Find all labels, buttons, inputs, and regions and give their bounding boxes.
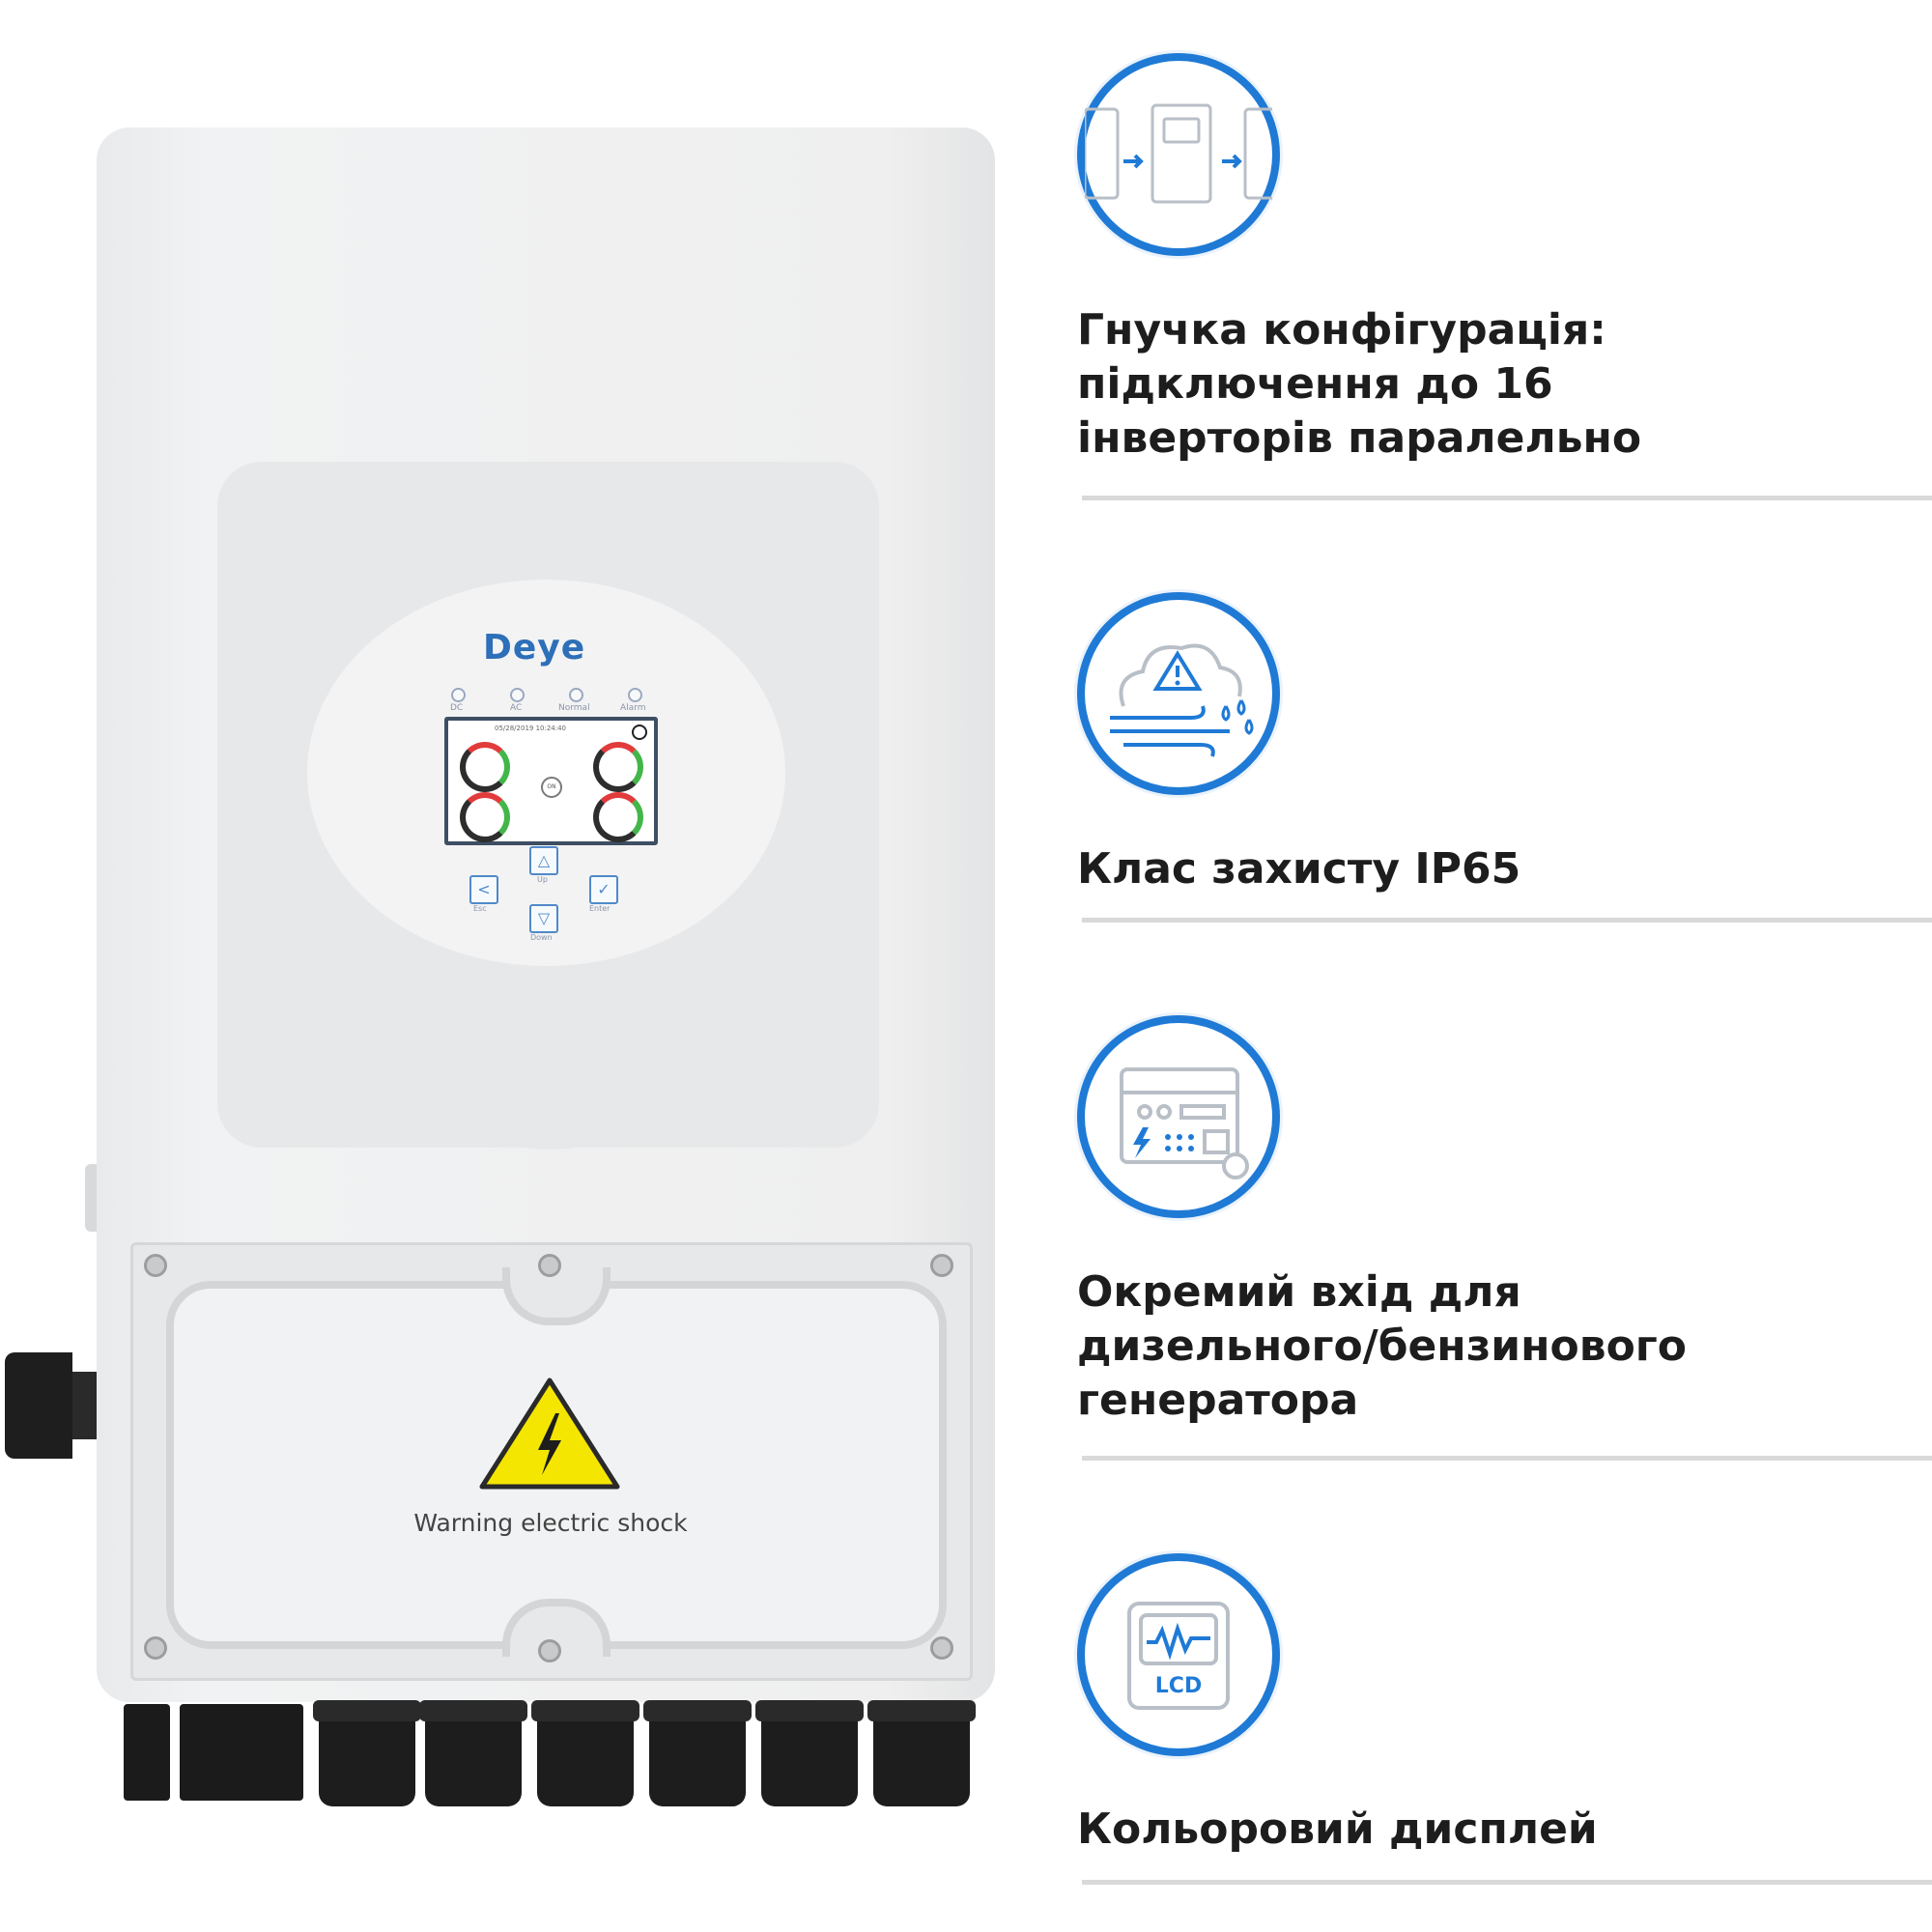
- feature-generator-line-3: генератора: [1077, 1376, 1359, 1425]
- enter-button-label: Enter: [589, 904, 611, 913]
- high-voltage-warning-icon: [479, 1378, 620, 1490]
- feature-generator-line-1: Окремий вхід для: [1077, 1267, 1521, 1317]
- cable-gland: [755, 1700, 864, 1806]
- feature-parallel-line-3: інверторів паралельно: [1077, 413, 1642, 463]
- feature-ip65-line-1: Клас захисту IP65: [1077, 844, 1521, 894]
- esc-button[interactable]: <: [469, 875, 498, 904]
- feature-generator-icon-circle: [1077, 1015, 1280, 1218]
- led-label-normal: Normal: [558, 703, 590, 713]
- battery-gauge: [460, 792, 510, 842]
- grid-gauge: [593, 742, 643, 792]
- up-button[interactable]: △: [529, 846, 558, 875]
- feature-generator-text: Окремий вхід для дизельного/бензинового …: [1077, 1265, 1908, 1428]
- generator-icon: [1120, 1067, 1249, 1179]
- feature-lcd-line-1: Кольоровий дисплей: [1077, 1804, 1598, 1854]
- screw: [930, 1636, 953, 1660]
- feature-generator-line-2: дизельного/бензинового: [1077, 1321, 1688, 1371]
- pv-connector: [257, 1704, 303, 1801]
- up-button-label: Up: [537, 875, 548, 884]
- screw: [144, 1636, 167, 1660]
- led-label-dc: DC: [450, 703, 464, 713]
- led-normal: [569, 688, 583, 702]
- up-arrow-icon: △: [537, 851, 551, 869]
- parallel-inverters-icon: [1083, 103, 1280, 204]
- down-arrow-icon: ▽: [537, 909, 551, 927]
- screw: [144, 1254, 167, 1277]
- led-dc: [451, 688, 466, 702]
- led-label-alarm: Alarm: [620, 703, 646, 713]
- warning-label: Warning electric shock: [413, 1509, 688, 1537]
- feature-parallel-icon-circle: [1077, 53, 1280, 256]
- lcd-screen: 05/28/2019 10:24:40 ON: [444, 717, 658, 845]
- pv-connector: [124, 1704, 170, 1801]
- feature-divider: [1082, 1456, 1932, 1461]
- cable-gland: [643, 1700, 752, 1806]
- feature-parallel-text: Гнучка конфігурація: підключення до 16 і…: [1077, 303, 1908, 466]
- lcd-display-icon: LCD: [1127, 1602, 1230, 1710]
- esc-button-label: Esc: [473, 904, 487, 913]
- load-gauge: [593, 792, 643, 842]
- pv-gauge: [460, 742, 510, 792]
- cable-gland: [867, 1700, 976, 1806]
- feature-lcd-text: Кольоровий дисплей: [1077, 1803, 1908, 1857]
- left-arrow-icon: <: [477, 880, 491, 898]
- brand-logo: Deye: [483, 628, 586, 668]
- led-ac: [510, 688, 525, 702]
- inverter-illustration: Deye DC AC Normal Alarm 05/28/2019 10:24…: [5, 128, 995, 1806]
- down-button[interactable]: ▽: [529, 904, 558, 933]
- cable-gland: [419, 1700, 527, 1806]
- feature-parallel-line-1: Гнучка конфігурація:: [1077, 305, 1606, 355]
- settings-gear-icon[interactable]: [632, 724, 647, 740]
- feature-divider: [1082, 1880, 1932, 1885]
- screw: [538, 1639, 561, 1662]
- screw: [930, 1254, 953, 1277]
- lcd-on-indicator: ON: [541, 777, 562, 798]
- led-alarm: [628, 688, 642, 702]
- cable-gland: [531, 1700, 639, 1806]
- cable-gland: [313, 1700, 421, 1806]
- dc-switch-handle[interactable]: [5, 1352, 72, 1459]
- lcd-datetime: 05/28/2019 10:24:40: [495, 724, 567, 732]
- lcd-icon-text: LCD: [1155, 1674, 1202, 1698]
- down-button-label: Down: [530, 933, 553, 942]
- feature-ip65-icon-circle: [1077, 592, 1280, 795]
- feature-divider: [1082, 918, 1932, 923]
- feature-parallel-line-2: підключення до 16: [1077, 359, 1553, 409]
- weather-protection-icon: [1110, 643, 1254, 757]
- feature-divider: [1082, 496, 1932, 500]
- led-label-ac: AC: [510, 703, 523, 713]
- feature-ip65-text: Клас захисту IP65: [1077, 842, 1908, 896]
- enter-button[interactable]: ✓: [589, 875, 618, 904]
- screw: [538, 1254, 561, 1277]
- check-icon: ✓: [597, 880, 611, 898]
- feature-lcd-icon-circle: LCD: [1077, 1553, 1280, 1756]
